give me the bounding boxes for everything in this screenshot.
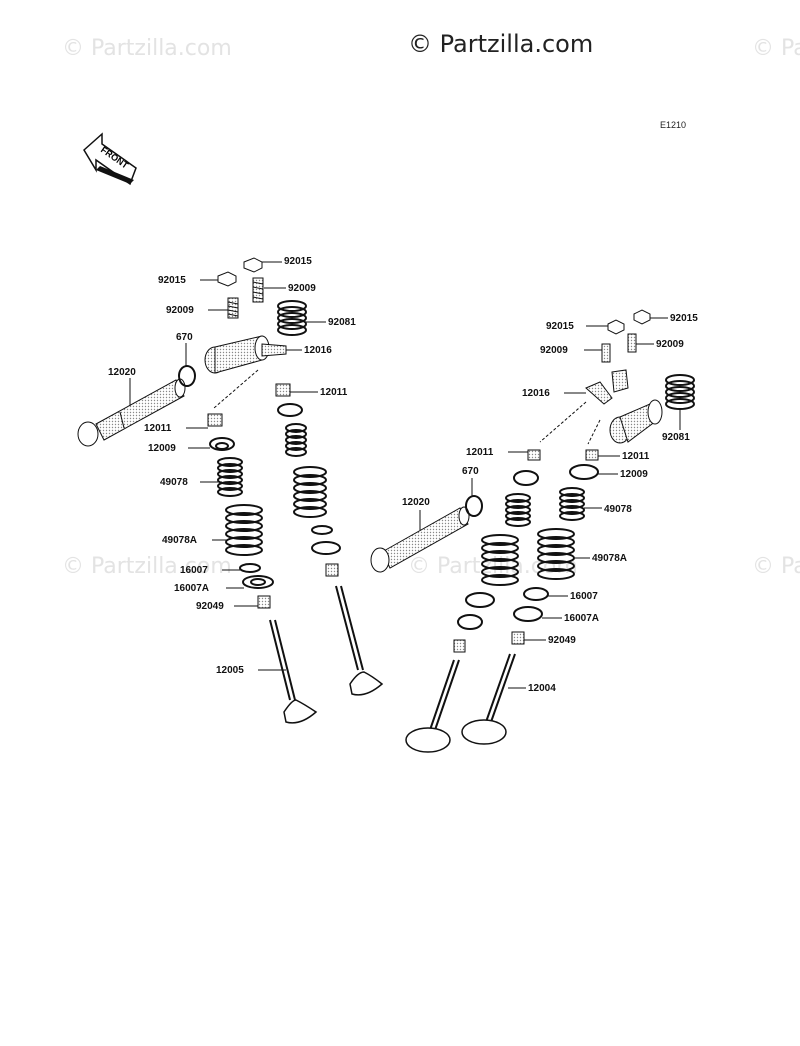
part-label: 12011	[320, 387, 348, 398]
part-label: 92009	[540, 345, 568, 356]
watermark-main: © Partzilla.com	[408, 30, 594, 58]
o-ring-left	[178, 365, 196, 387]
valve-intake-left	[335, 585, 384, 696]
shim-right-b	[585, 449, 599, 461]
leader-lines	[129, 261, 681, 689]
adjuster-screw-left	[227, 277, 264, 319]
part-label: 92081	[662, 432, 690, 443]
front-arrow-icon: FRONT	[83, 132, 137, 186]
part-label: 16007	[570, 591, 598, 602]
shim-left-b	[275, 383, 291, 397]
part-label: 92049	[196, 601, 224, 612]
part-label: 92015	[546, 321, 574, 332]
part-label: 16007	[180, 565, 208, 576]
nut-right-a	[607, 319, 625, 335]
part-label: 49078A	[162, 535, 198, 546]
valve-stack-left-b	[277, 403, 341, 555]
valve-keeper-right-b	[511, 631, 525, 645]
nut-left-b	[243, 257, 263, 273]
valve-keeper-left	[257, 595, 271, 609]
valve-stack-right-b	[513, 464, 599, 622]
valve-keeper-right-a	[453, 639, 466, 653]
rocker-arm-left	[204, 335, 287, 374]
rocker-shaft-left	[77, 378, 186, 447]
part-label: 92015	[158, 275, 186, 286]
nut-left-a	[217, 271, 237, 287]
part-label: 49078	[160, 477, 188, 488]
part-label: 12011	[466, 447, 494, 458]
part-label: 92009	[656, 339, 684, 350]
part-label: 49078A	[592, 553, 628, 564]
valve-intake-right	[461, 653, 516, 745]
valve-keeper-left-b	[325, 563, 339, 577]
part-label: 12016	[522, 388, 550, 399]
rocker-spring-left	[277, 300, 307, 336]
shim-left-a	[207, 413, 223, 427]
part-label: 16007A	[174, 583, 210, 594]
part-label: 92049	[548, 635, 576, 646]
watermark-mid-right: © Partzilla.com	[752, 554, 800, 579]
shim-right-a	[527, 449, 541, 461]
part-label: 92081	[328, 317, 356, 328]
part-label: 12009	[620, 469, 648, 480]
part-label: 92009	[288, 283, 316, 294]
rocker-spring-right	[665, 374, 695, 410]
watermark-top-left: © Partzilla.com	[62, 36, 232, 61]
part-label: 12009	[148, 443, 176, 454]
diagram-code: E1210	[660, 120, 687, 130]
part-label: 12005	[216, 665, 244, 676]
part-label: 670	[462, 466, 479, 477]
part-label: 670	[176, 332, 193, 343]
part-label: 12011	[622, 451, 650, 462]
rocker-shaft-right	[370, 506, 470, 573]
part-label: 12020	[108, 367, 136, 378]
watermark-mid-left: © Partzilla.com	[62, 554, 232, 579]
o-ring-right	[465, 495, 483, 517]
part-label: 92009	[166, 305, 194, 316]
valve-exhaust-left	[269, 619, 318, 724]
valve-exhaust-right	[405, 659, 460, 753]
part-label: 92015	[284, 256, 312, 267]
part-label: 49078	[604, 504, 632, 515]
adjuster-screw-right	[601, 333, 637, 363]
valve-stack-left-a	[209, 437, 274, 589]
part-label: 12020	[402, 497, 430, 508]
part-label: 92015	[670, 313, 698, 324]
nut-right-b	[633, 309, 651, 325]
part-label: 12016	[304, 345, 332, 356]
part-label: 16007A	[564, 613, 600, 624]
rocker-arm-right	[585, 369, 663, 444]
watermark-top-right: © Partzilla.com	[752, 36, 800, 61]
part-label: 12011	[144, 423, 172, 434]
part-label: 12004	[528, 683, 556, 694]
valve-stack-right-a	[457, 470, 539, 630]
